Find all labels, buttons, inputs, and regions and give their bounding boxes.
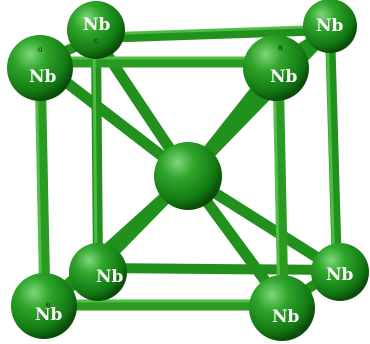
axis-b-label: b (46, 301, 51, 310)
bond-back-right (325, 25, 342, 275)
atom-body-center (154, 142, 222, 210)
atom-label: Nb (326, 265, 354, 285)
highlight-back-right (325, 28, 336, 272)
atom-label: Nb (316, 16, 344, 36)
bond-front-right (272, 56, 289, 311)
axis-origin-label: o (38, 45, 43, 54)
highlight-back-top (94, 24, 332, 36)
atom-front-bottom-right: Nb (249, 275, 315, 341)
atom-label: Nb (270, 67, 298, 87)
axis-a-label: a (278, 43, 283, 52)
atom-front-top-left: Nb (7, 35, 73, 101)
front-face-edges (34, 56, 289, 311)
highlight-front-left (34, 60, 43, 307)
bond-back-bottom (93, 263, 342, 275)
atom-back-bottom-right: Nb (311, 243, 369, 301)
axis-c-label: c (94, 36, 98, 45)
highlight-back-left (92, 36, 98, 270)
atom-label: Nb (83, 15, 111, 35)
back-face-edges (91, 25, 342, 275)
atom-label: Nb (272, 307, 300, 327)
highlight-front-right (272, 60, 281, 307)
atom-back-top-right: Nb (303, 0, 357, 53)
atoms: Nb Nb Nb Nb Nb Nb Nb (7, 0, 369, 341)
atom-label: Nb (96, 267, 124, 287)
atom-label: Nb (35, 305, 63, 325)
bond-highlights (34, 24, 336, 307)
bond-front-left (34, 56, 51, 311)
bond-back-top (91, 25, 335, 43)
atom-front-bottom-left: Nb (11, 273, 77, 339)
bond-back-left (91, 33, 103, 273)
atom-back-bottom-left: Nb (69, 243, 127, 301)
atom-label: Nb (29, 67, 57, 87)
atom-back-top-left: Nb (67, 1, 125, 59)
atom-front-top-right: Nb (243, 35, 309, 101)
axis-markers: o a b c (38, 36, 283, 310)
